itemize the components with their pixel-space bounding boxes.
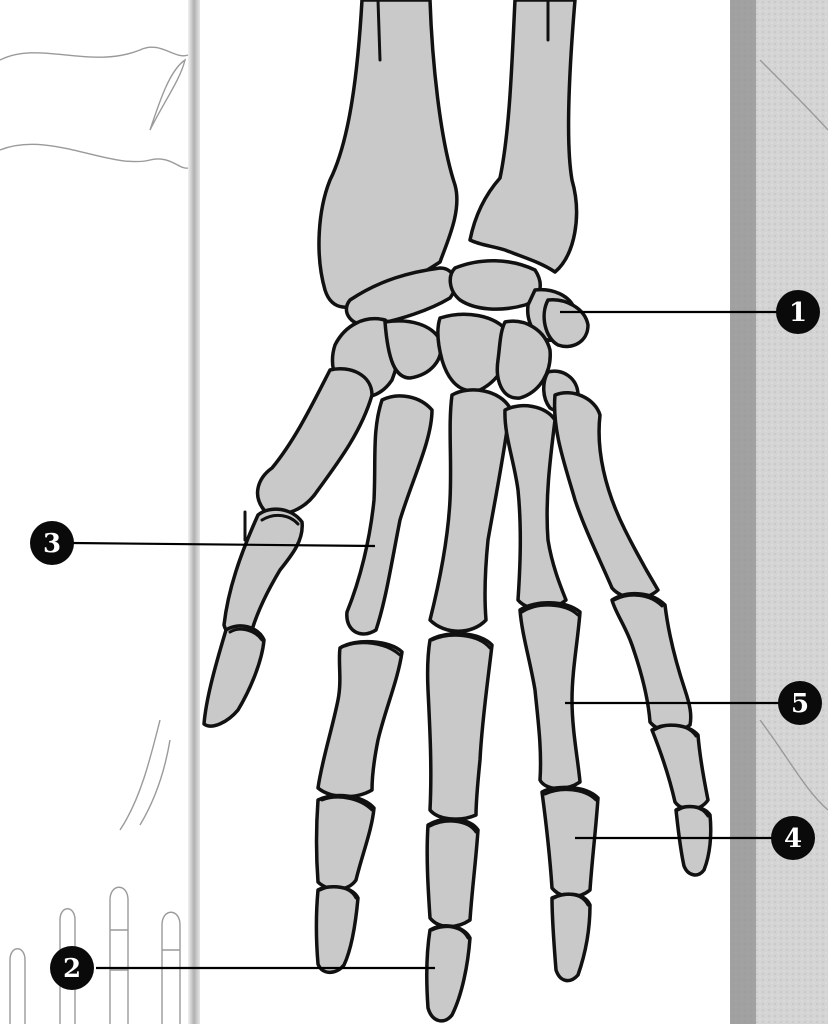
marker-3: 3 — [30, 521, 74, 565]
marker-4-label: 4 — [784, 824, 802, 854]
ring-middle-phalanx — [542, 787, 598, 896]
middle-middle-phalanx — [427, 819, 478, 927]
marker-1: 1 — [776, 290, 820, 334]
marker-3-label: 3 — [43, 529, 61, 559]
marker-5: 5 — [778, 681, 822, 725]
marker-2: 2 — [50, 946, 94, 990]
marker-1-label: 1 — [789, 298, 807, 328]
marker-2-label: 2 — [63, 954, 81, 984]
left-panel-edge — [188, 0, 200, 1024]
marker-5-label: 5 — [791, 689, 809, 719]
marker-4: 4 — [771, 816, 815, 860]
right-panel-edge — [730, 0, 756, 1024]
carpal-lunate — [450, 261, 540, 309]
